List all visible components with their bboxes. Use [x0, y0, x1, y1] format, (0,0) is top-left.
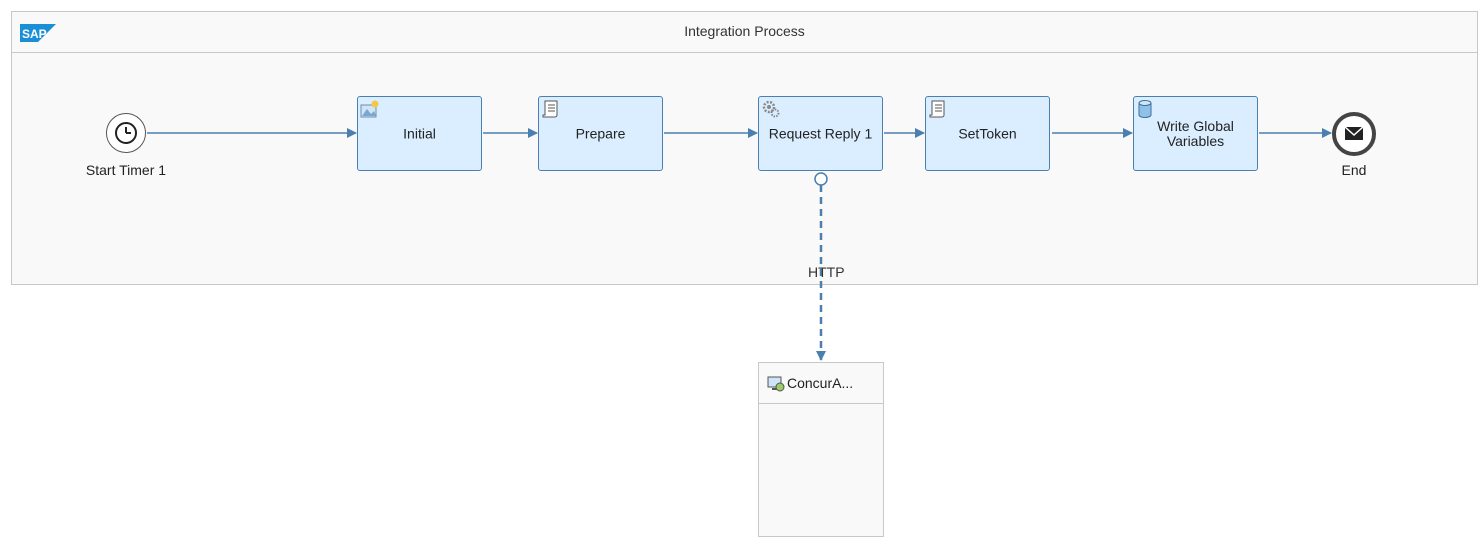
- content-modifier-icon: [360, 100, 379, 118]
- datastore-icon: [1138, 100, 1152, 118]
- step-settoken-label: SetToken: [958, 125, 1017, 141]
- pool-title: Integration Process: [684, 23, 805, 39]
- start-event-label: Start Timer 1: [85, 162, 167, 178]
- pool-header: SAP Integration Process: [12, 12, 1477, 53]
- receiver-participant[interactable]: ConcurA...: [758, 362, 884, 537]
- sap-logo-text: SAP: [22, 27, 47, 41]
- step-prepare-label: Prepare: [575, 125, 626, 141]
- script-icon: [542, 100, 558, 118]
- start-timer-event[interactable]: [106, 113, 146, 153]
- message-flow-label: HTTP: [808, 264, 845, 280]
- receiver-header: ConcurA...: [759, 363, 883, 404]
- envelope-icon: [1344, 126, 1364, 140]
- step-settoken[interactable]: SetToken: [925, 96, 1050, 171]
- end-event[interactable]: [1332, 112, 1376, 156]
- end-event-label: End: [1341, 162, 1367, 178]
- message-flow-origin-marker: [814, 172, 828, 186]
- step-request-reply-label: Request Reply 1: [768, 125, 873, 141]
- clock-icon: [114, 121, 137, 144]
- step-write-global-variables[interactable]: Write Global Variables: [1133, 96, 1258, 171]
- gear-icon: [762, 100, 780, 118]
- step-request-reply[interactable]: Request Reply 1: [758, 96, 883, 171]
- receiver-label: ConcurA...: [787, 375, 854, 391]
- step-initial[interactable]: Initial: [357, 96, 482, 171]
- step-write-global-variables-label: Write Global Variables: [1157, 117, 1234, 149]
- sap-logo-icon: SAP: [20, 24, 56, 42]
- receiver-system-icon: [767, 376, 785, 392]
- script-icon: [929, 100, 945, 118]
- step-prepare[interactable]: Prepare: [538, 96, 663, 171]
- step-initial-label: Initial: [403, 125, 436, 141]
